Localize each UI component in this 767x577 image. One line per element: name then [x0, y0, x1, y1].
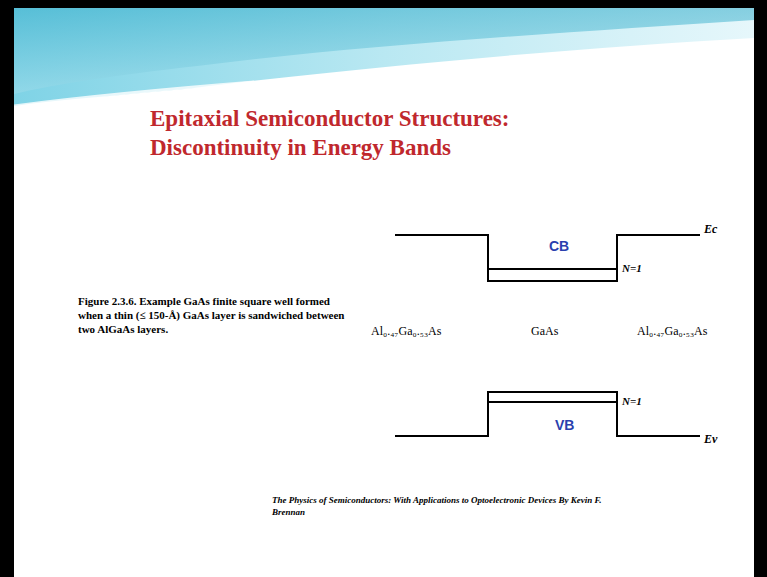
slide-title: Epitaxial Semiconductor Structures: Disc…: [150, 104, 580, 162]
band-diagram: [14, 8, 754, 577]
energy-label: Ev: [704, 432, 717, 447]
material-label: Al₀.₄₇Ga₀.₅₃As: [637, 324, 707, 339]
level-label: N=1: [622, 262, 642, 274]
material-label: Al₀.₄₇Ga₀.₅₃As: [371, 324, 441, 339]
band-label: CB: [549, 238, 569, 254]
band-label: VB: [555, 417, 574, 433]
figure-caption: Figure 2.3.6. Example GaAs finite square…: [78, 294, 353, 336]
source-citation: The Physics of Semiconductors: With Appl…: [272, 494, 612, 518]
slide-page: Epitaxial Semiconductor Structures: Disc…: [14, 8, 754, 577]
energy-label: Ec: [704, 222, 717, 237]
material-label: GaAs: [531, 324, 558, 339]
level-label: N=1: [622, 395, 642, 407]
